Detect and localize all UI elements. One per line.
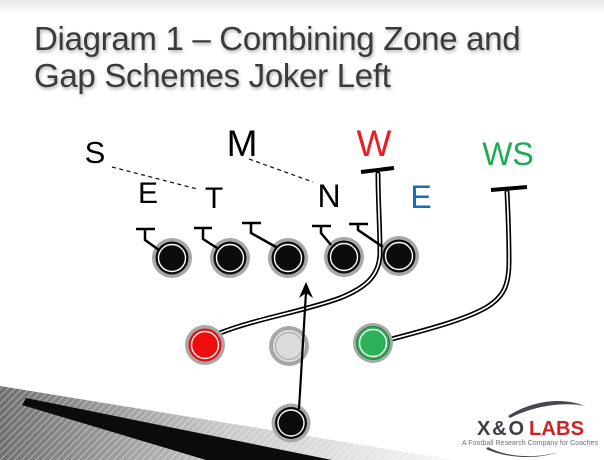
right-back-route bbox=[389, 185, 528, 342]
lineman-4-inner-ring bbox=[329, 242, 359, 272]
lineman-4-circle bbox=[327, 240, 361, 274]
lineman-2-circle bbox=[213, 241, 247, 275]
lineman-3 bbox=[268, 238, 308, 278]
block-route-1-line bbox=[143, 230, 160, 252]
left-back-route bbox=[217, 166, 395, 336]
block-route-3-line bbox=[249, 224, 277, 249]
lineman-1 bbox=[152, 238, 192, 278]
right-back-route-block-cap bbox=[490, 185, 528, 192]
corner-decoration-hatch bbox=[0, 386, 455, 460]
defender-label-e-left: E bbox=[138, 177, 158, 210]
defender-label-s: S bbox=[85, 135, 106, 170]
logo: X&O LABS A Football Research Company for… bbox=[462, 400, 598, 458]
quarterback bbox=[269, 326, 309, 366]
defender-label-m: M bbox=[227, 123, 258, 164]
left-back-route-core bbox=[219, 173, 381, 334]
lineman-4 bbox=[324, 237, 364, 277]
lineman-2-inner-ring bbox=[215, 243, 245, 273]
deep-back-arrow-head bbox=[299, 282, 313, 298]
left-back-circle bbox=[188, 328, 222, 362]
right-back bbox=[353, 323, 393, 363]
corner-decoration-stripe bbox=[22, 398, 332, 460]
top-gradient-band bbox=[0, 0, 604, 13]
lineman-5-inner-ring bbox=[384, 241, 414, 271]
block-route-2-line bbox=[201, 229, 218, 250]
defender-label-e-right: E bbox=[410, 179, 431, 215]
block-route-2 bbox=[194, 226, 218, 250]
block-route-4 bbox=[312, 224, 332, 246]
deep-back bbox=[271, 403, 311, 443]
right-back-inner-ring bbox=[358, 328, 388, 358]
logo-swoosh-bottom-icon bbox=[486, 447, 558, 458]
logo-brand-suffix: LABS bbox=[529, 418, 584, 440]
block-route-1 bbox=[136, 227, 160, 252]
title-line-1: Diagram 1 – Combining Zone and bbox=[34, 20, 521, 57]
logo-brand-prefix: X&O bbox=[477, 418, 524, 440]
defender-label-n: N bbox=[317, 178, 340, 214]
block-route-5 bbox=[349, 222, 384, 249]
block-route-5-line bbox=[356, 225, 384, 249]
lineman-1-circle bbox=[155, 241, 189, 275]
lineman-5 bbox=[379, 236, 419, 276]
left-back bbox=[185, 325, 225, 365]
deep-back-arrow-line bbox=[297, 291, 308, 410]
left-back-inner-ring bbox=[190, 330, 220, 360]
lineman-5-circle bbox=[382, 239, 416, 273]
deep-back-circle bbox=[275, 407, 307, 439]
block-route-4-line bbox=[319, 227, 332, 246]
lineman-3-inner-ring bbox=[273, 243, 303, 273]
right-back-circle bbox=[356, 326, 390, 360]
lineman-3-circle bbox=[271, 241, 305, 275]
deep-back-inner-ring bbox=[277, 409, 305, 437]
right-back-route-core bbox=[391, 191, 510, 340]
dashed-link-m-n bbox=[248, 158, 314, 183]
quarterback-circle bbox=[272, 329, 306, 363]
lineman-1-inner-ring bbox=[157, 243, 187, 273]
lineman-2 bbox=[210, 238, 250, 278]
defender-label-t: T bbox=[205, 182, 223, 215]
deep-back-arrow bbox=[297, 282, 313, 410]
defender-label-ws: WS bbox=[482, 136, 534, 172]
logo-tagline: A Football Research Company for Coaches bbox=[462, 438, 598, 447]
left-back-route-block-cap bbox=[360, 166, 395, 174]
logo-swoosh-top-icon bbox=[508, 400, 585, 418]
block-route-3 bbox=[242, 221, 277, 249]
defender-label-w: W bbox=[357, 123, 392, 164]
title-line-2: Gap Schemes Joker Left bbox=[34, 57, 391, 94]
